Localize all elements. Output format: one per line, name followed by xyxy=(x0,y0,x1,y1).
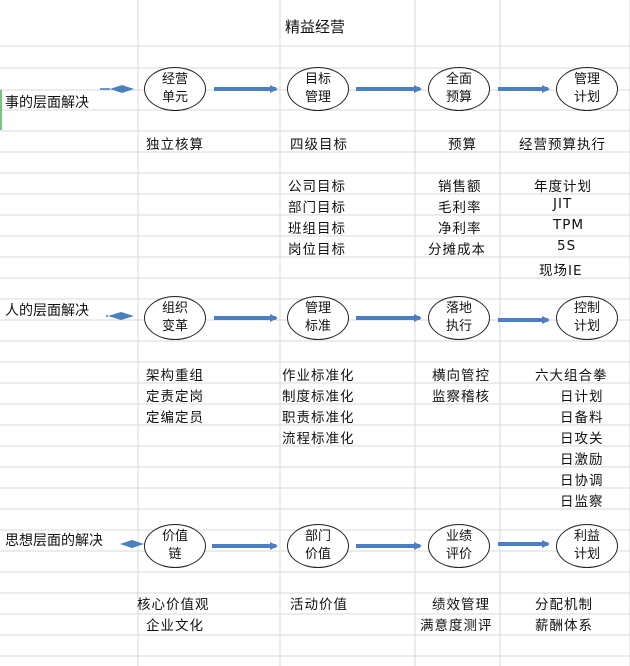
detail-text: 独立核算 xyxy=(146,137,204,153)
detail-text: 满意度测评 xyxy=(420,618,493,634)
detail-text: 日攻关 xyxy=(560,431,604,447)
detail-text: 净利率 xyxy=(438,221,482,237)
node-control-plan: 控制计划 xyxy=(556,296,618,340)
node-management-plan: 管理计划 xyxy=(556,67,618,111)
detail-text: 公司目标 xyxy=(288,179,346,195)
section-label-people: 人的层面解决 xyxy=(5,303,89,319)
node-benefit-plan: 利益计划 xyxy=(556,524,618,568)
detail-text: 定编定员 xyxy=(146,410,204,426)
detail-text: 作业标准化 xyxy=(282,368,355,384)
detail-text: 分配机制 xyxy=(535,597,593,613)
section-label-thought: 思想层面的解决 xyxy=(5,533,103,549)
detail-text: 日协调 xyxy=(560,473,604,489)
detail-text: 岗位目标 xyxy=(288,242,346,258)
detail-text: 年度计划 xyxy=(534,179,592,195)
detail-text: 日激励 xyxy=(560,452,604,468)
node-full-budget: 全面预算 xyxy=(428,67,490,111)
detail-text: 企业文化 xyxy=(146,618,204,634)
detail-text: 活动价值 xyxy=(290,597,348,613)
detail-text: 日监察 xyxy=(560,494,604,510)
detail-text: 架构重组 xyxy=(146,368,204,384)
detail-text: TPM xyxy=(553,217,585,233)
detail-text: 日计划 xyxy=(560,389,604,405)
detail-text: 职责标准化 xyxy=(282,410,355,426)
detail-text: 横向管控 xyxy=(432,368,490,384)
detail-text: 监察稽核 xyxy=(432,389,490,405)
detail-text: 毛利率 xyxy=(438,200,482,216)
label-connector-diamond xyxy=(108,312,134,320)
node-department-value: 部门价值 xyxy=(287,524,349,568)
node-org-change: 组织变革 xyxy=(144,296,206,340)
node-management-standard: 管理标准 xyxy=(287,296,349,340)
detail-text: 现场IE xyxy=(539,263,583,279)
detail-text: 5S xyxy=(557,238,577,254)
detail-text: 预算 xyxy=(448,137,477,153)
detail-text: 流程标准化 xyxy=(282,431,355,447)
node-performance-evaluation: 业绩评价 xyxy=(428,524,490,568)
detail-text: 班组目标 xyxy=(288,221,346,237)
detail-text: 核心价值观 xyxy=(137,597,210,613)
detail-text: 经营预算执行 xyxy=(519,137,606,153)
detail-text: 日备料 xyxy=(560,410,604,426)
detail-text: 分摊成本 xyxy=(428,242,486,258)
label-connector-diamond xyxy=(110,85,134,93)
node-value-chain: 价值链 xyxy=(144,524,206,568)
label-connector-diamond xyxy=(120,540,144,548)
diagram-title: 精益经营 xyxy=(284,18,345,36)
node-business-unit: 经营单元 xyxy=(144,67,206,111)
node-execution: 落地执行 xyxy=(428,296,490,340)
detail-text: 薪酬体系 xyxy=(535,618,593,634)
section-label-matters: 事的层面解决 xyxy=(5,95,89,111)
detail-text: 部门目标 xyxy=(288,200,346,216)
detail-text: JIT xyxy=(553,196,573,212)
detail-text: 四级目标 xyxy=(290,137,348,153)
node-target-management: 目标管理 xyxy=(287,67,349,111)
detail-text: 销售额 xyxy=(438,179,482,195)
detail-text: 定责定岗 xyxy=(146,389,204,405)
detail-text: 制度标准化 xyxy=(282,389,355,405)
detail-text: 六大组合拳 xyxy=(535,368,608,384)
detail-text: 绩效管理 xyxy=(432,597,490,613)
